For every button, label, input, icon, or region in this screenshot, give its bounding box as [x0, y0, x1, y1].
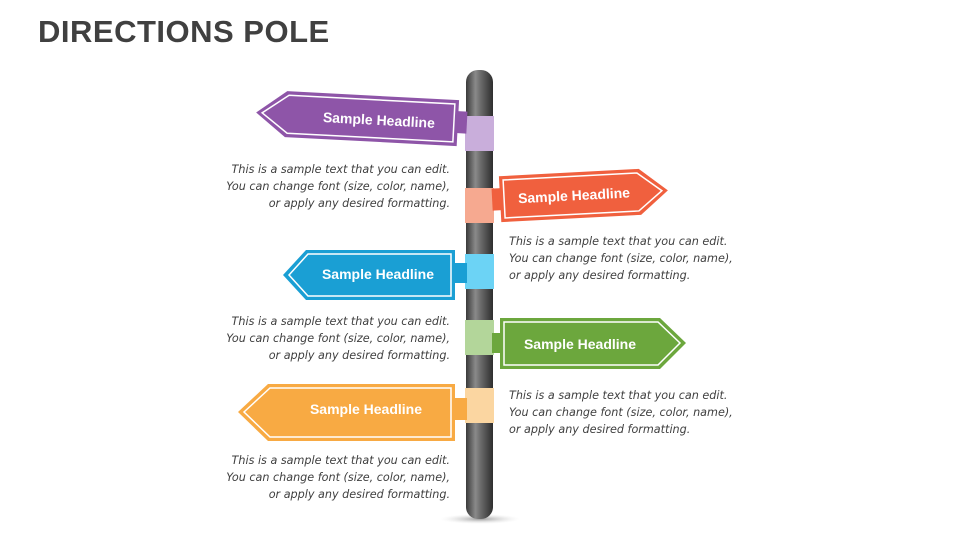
sign-4-description: This is a sample text that you can edit.…: [509, 389, 733, 436]
sign-arrow: [500, 318, 686, 369]
sign-headline: Sample Headline: [310, 401, 422, 417]
pole-band-yellow: [465, 388, 494, 423]
sign-headline: Sample Headline: [524, 336, 636, 352]
sign-arrow-border: [503, 321, 682, 366]
sign-1-description: This is a sample text that you can edit.…: [226, 163, 450, 210]
sign-arrow: [498, 168, 668, 223]
sign-3-description: This is a sample text that you can edit.…: [226, 315, 450, 362]
sign-2-description: This is a sample text that you can edit.…: [509, 235, 733, 282]
sign-arrow: [238, 384, 455, 441]
sign-arrow: [283, 250, 455, 300]
sign-arrow-border: [502, 172, 664, 219]
pole-band-purple: [465, 116, 494, 151]
page-title: DIRECTIONS POLE: [38, 14, 330, 49]
sign-arrow: [256, 91, 460, 147]
sign-arrow-border: [260, 94, 456, 143]
sign-arrow-border: [242, 387, 452, 438]
sign-headline: Sample Headline: [518, 184, 631, 206]
sign-5: Sample Headline: [238, 384, 467, 441]
pole-band-green: [465, 320, 494, 355]
sign-headline: Sample Headline: [323, 109, 436, 131]
sign-arrow-border: [287, 253, 452, 297]
pole-band-orange: [465, 188, 494, 223]
sign-4: Sample Headline: [492, 318, 686, 369]
pole-band-blue: [465, 254, 494, 289]
sign-1: Sample Headline: [256, 91, 468, 147]
sign-3: Sample Headline: [283, 250, 467, 300]
sign-headline: Sample Headline: [322, 266, 434, 282]
sign-5-description: This is a sample text that you can edit.…: [226, 454, 450, 501]
sign-2: Sample Headline: [491, 168, 668, 223]
sign-connector: [452, 263, 467, 283]
